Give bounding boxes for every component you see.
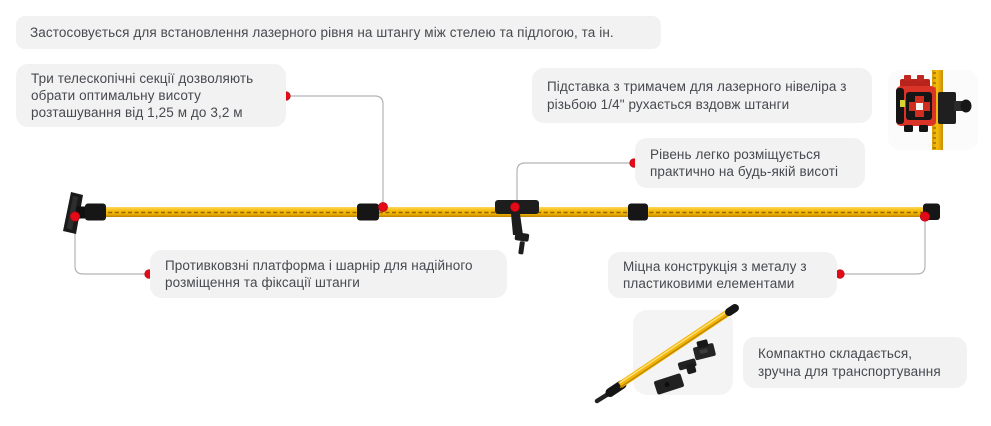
telescopic-pole-graphic — [63, 192, 940, 255]
marker-end-cap — [919, 211, 931, 222]
callout-telescopic-sections-text: Три телескопічні секції дозволяють обрат… — [31, 70, 254, 121]
folded-pole-thumbnail — [594, 304, 739, 404]
mount-bracket — [938, 92, 956, 124]
laser-cross-emblem — [909, 96, 930, 117]
usage-banner-text: Застосовується для встановлення лазерног… — [30, 24, 614, 40]
platform-hinge — [76, 206, 89, 219]
accessory-clamp — [693, 339, 716, 361]
marker-platform — [69, 211, 81, 222]
laser-holder-bracket — [495, 200, 539, 255]
marker-pole-section — [378, 202, 388, 212]
accessory-plate — [654, 373, 684, 395]
platform-shade — [67, 196, 78, 230]
laser-body — [896, 86, 936, 126]
callout-level-placement: Рівень легко розміщується практично на б… — [635, 138, 865, 188]
callout-telescopic-sections: Три телескопічні секції дозволяють обрат… — [16, 64, 286, 127]
pole-collar-mid2 — [628, 203, 648, 221]
mount-knob — [960, 99, 972, 113]
callout-anti-slip-platform: Противковзні платформа і шарнір для наді… — [150, 250, 507, 298]
usage-banner: Застосовується для встановлення лазерног… — [16, 16, 661, 49]
callout-level-placement-text: Рівень легко розміщується практично на б… — [650, 146, 839, 179]
laser-top-cap — [900, 79, 930, 89]
pole-collar-left — [85, 203, 106, 221]
laser-mount-thumbnail — [888, 70, 978, 150]
callout-laser-holder-text: Підставка з тримачем для лазерного нівел… — [547, 79, 847, 112]
pole-end-cap — [923, 203, 940, 220]
callout-metal-construction: Міцна конструкція з металу з пластиковим… — [608, 252, 837, 298]
callout-compact-folding: Компактно складається, зручна для трансп… — [743, 337, 967, 388]
anti-slip-platform — [63, 192, 83, 234]
laser-front-panel — [906, 92, 932, 120]
connector-platform — [74, 221, 146, 275]
callout-compact-folding-text: Компактно складається, зручна для трансп… — [758, 346, 941, 379]
callout-metal-construction-text: Міцна конструкція з металу з пластиковим… — [623, 258, 807, 291]
callout-anti-slip-platform-text: Противковзні платформа і шарнір для наді… — [165, 257, 473, 290]
connector-sections — [289, 95, 384, 202]
callout-laser-holder: Підставка з тримачем для лазерного нівел… — [532, 68, 872, 123]
connector-level — [516, 162, 631, 202]
folded-pole-tile — [633, 310, 733, 395]
accessory-bracket — [677, 358, 697, 375]
connector-construction — [841, 221, 926, 275]
marker-holder — [510, 202, 520, 212]
pole-collar-mid1 — [357, 203, 379, 221]
pole-tube — [86, 207, 937, 217]
